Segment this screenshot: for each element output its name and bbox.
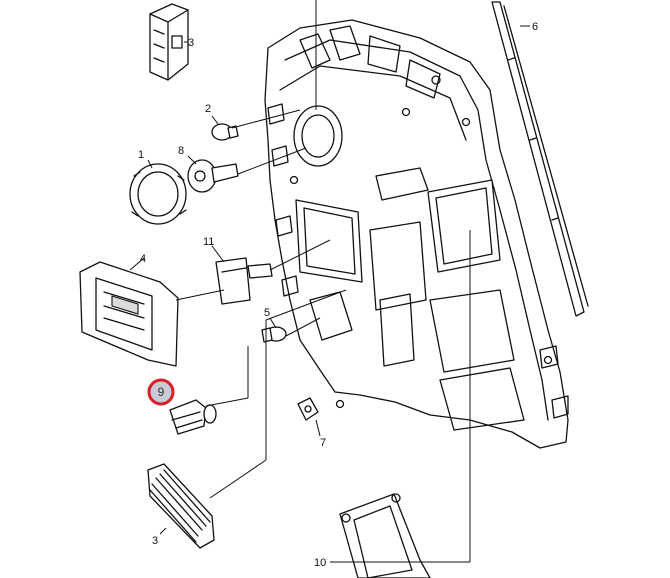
part-2-cap[interactable]: [211, 123, 239, 141]
callout-7: 7: [320, 437, 326, 449]
part-7-clip[interactable]: [297, 397, 319, 421]
part-1-cover[interactable]: [129, 163, 187, 225]
trim-strip-6[interactable]: [491, 1, 589, 317]
part-8-bulb[interactable]: [187, 159, 239, 193]
callout-6: 6: [532, 21, 538, 33]
highlighted-callout-9[interactable]: 9: [147, 378, 175, 406]
leader-lines: [129, 0, 530, 563]
callout-10: 10: [314, 557, 326, 569]
callout-3-top: 3: [188, 37, 194, 49]
part-4-ballast[interactable]: [79, 261, 179, 367]
callout-4: 4: [140, 253, 146, 265]
callout-2: 2: [205, 103, 211, 115]
callout-9: 9: [158, 385, 165, 399]
callout-labels: 3 2 1 8 11 4 5 6 7 3 10: [138, 21, 538, 569]
part-10-gasket[interactable]: [339, 493, 431, 578]
headlamp-housing[interactable]: [264, 19, 569, 449]
callout-1: 1: [138, 149, 144, 161]
part-3-top[interactable]: [149, 3, 189, 81]
part-3-bottom[interactable]: [147, 463, 215, 549]
part-9-socket[interactable]: [169, 399, 217, 435]
part-5-small-bulb[interactable]: [261, 326, 287, 343]
callout-8: 8: [178, 145, 184, 157]
callout-11: 11: [203, 236, 214, 248]
part-11-connector[interactable]: [215, 257, 273, 305]
callout-5: 5: [264, 307, 270, 319]
callout-3-bottom: 3: [152, 535, 158, 547]
